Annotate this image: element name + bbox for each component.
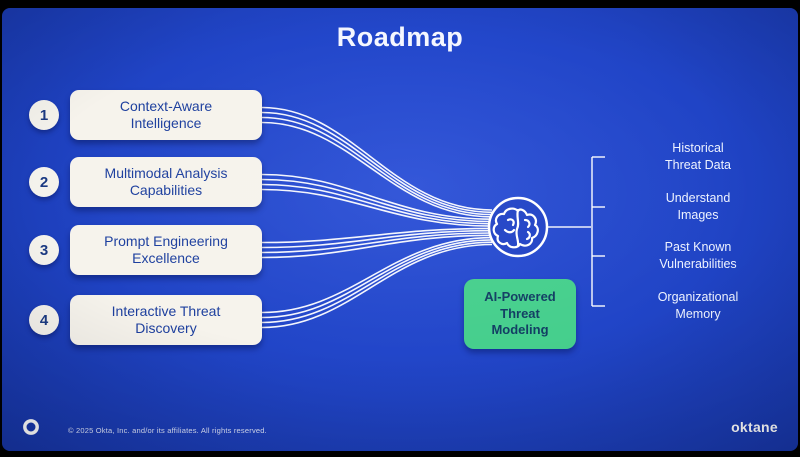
ai-threat-modeling-card: AI-Powered Threat Modeling [464, 279, 576, 349]
oktane-wordmark: oktane [731, 419, 778, 435]
step-number-4: 4 [29, 305, 59, 335]
output-historical-threat-data: Historical Threat Data [664, 141, 731, 172]
output-bracket [547, 156, 605, 307]
brain-icon [487, 196, 549, 258]
slide-footer: © 2025 Okta, Inc. and/or its affiliates.… [0, 417, 800, 457]
okta-logo-icon [23, 419, 39, 435]
output-past-known-vulnerabilities: Past Known Vulnerabilities [659, 240, 737, 271]
output-understand-images: Understand Images [665, 191, 731, 222]
roadmap-card-1: Context-Aware Intelligence [70, 90, 262, 140]
wire-bundles [261, 106, 493, 329]
step-number-3: 3 [29, 235, 59, 265]
roadmap-card-4: Interactive Threat Discovery [70, 295, 262, 345]
output-organizational-memory: Organizational Memory [657, 290, 739, 321]
step-number-2: 2 [29, 167, 59, 197]
step-number-1: 1 [29, 100, 59, 130]
roadmap-card-3: Prompt Engineering Excellence [70, 225, 262, 275]
roadmap-card-2: Multimodal Analysis Capabilities [70, 157, 262, 207]
slide-title: Roadmap [336, 22, 464, 52]
copyright-text: © 2025 Okta, Inc. and/or its affiliates.… [68, 426, 267, 435]
